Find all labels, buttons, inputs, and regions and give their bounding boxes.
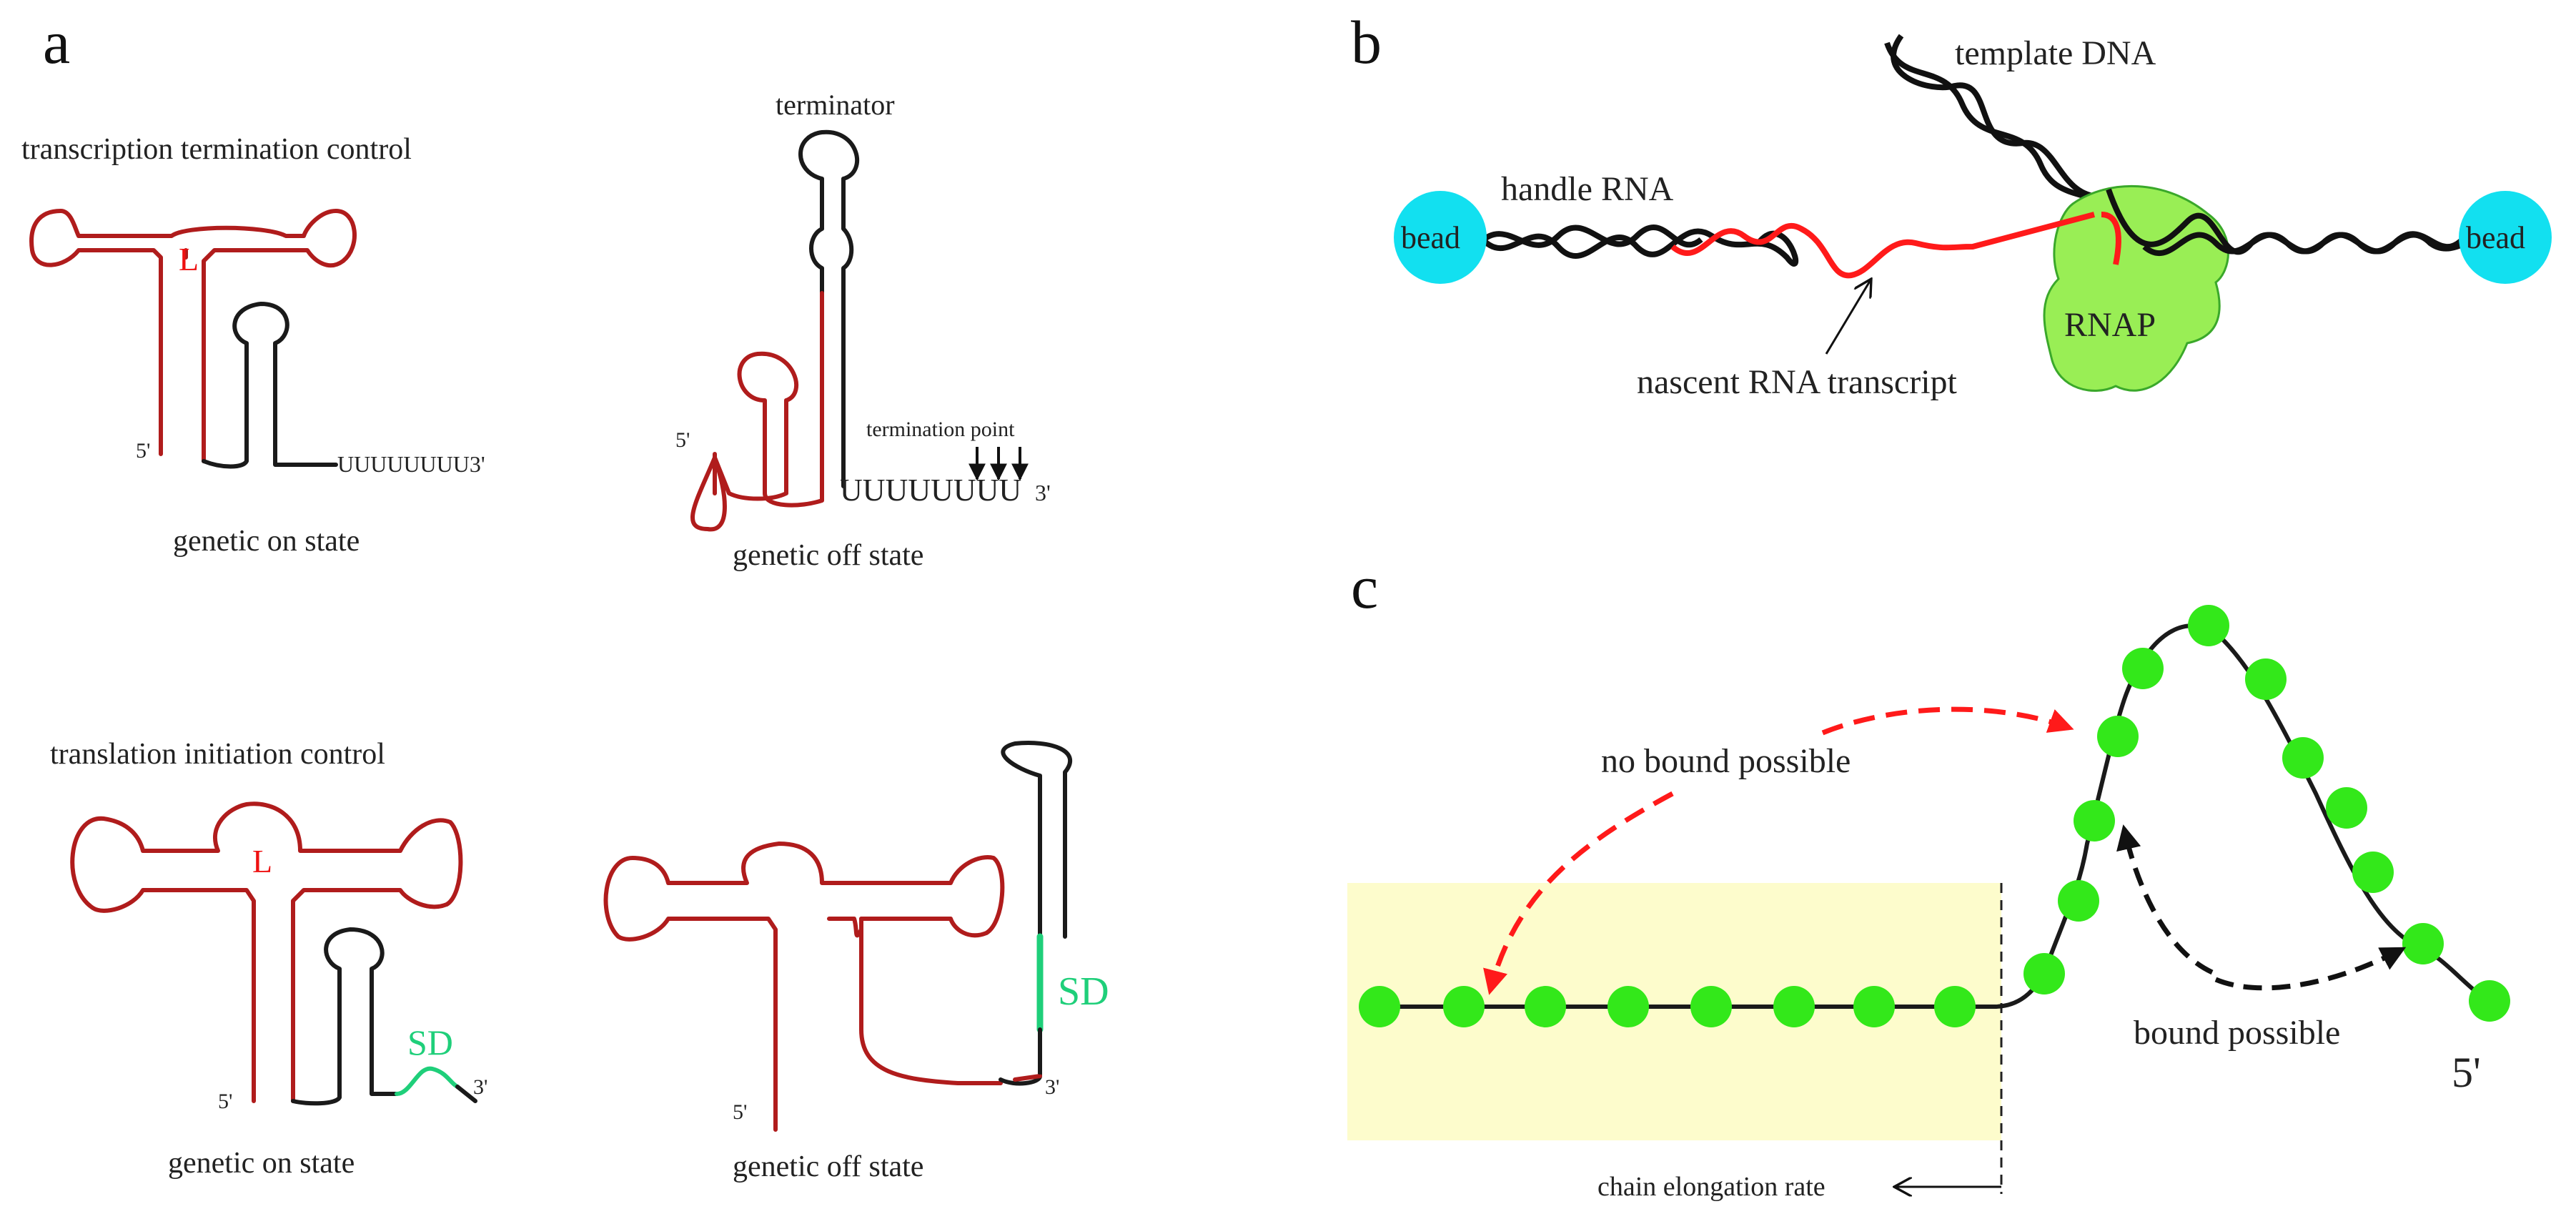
- nascent-rna-label: nascent RNA transcript: [1637, 363, 1958, 401]
- nucleotide: [1934, 986, 1976, 1027]
- no-bound-arrow-left: [1483, 791, 1674, 995]
- three-prime-label-off2: 3': [1045, 1075, 1059, 1099]
- handle-rna-strand: [1477, 228, 1799, 267]
- bound-arrow-right: [2214, 947, 2407, 991]
- nucleotide: [2352, 852, 2394, 893]
- genetic-off-state-label-trans: genetic off state: [733, 1150, 923, 1183]
- termination-point-label: termination point: [866, 418, 1015, 441]
- terminator-label: terminator: [776, 89, 895, 121]
- panel-label-a: a: [43, 8, 70, 76]
- three-prime-label-trans: 3': [473, 1075, 487, 1099]
- nucleotide: [2469, 980, 2510, 1022]
- nucleotide: [2074, 800, 2115, 842]
- translation-initiation-title: translation initiation control: [50, 738, 385, 771]
- genetic-off-state-label: genetic off state: [733, 539, 923, 572]
- nascent-rna-strand: [1670, 212, 2096, 279]
- nucleotide: [2122, 648, 2164, 689]
- nucleotide: [2188, 605, 2229, 646]
- nucleotide: [2023, 953, 2065, 994]
- nucleotide: [1607, 986, 1649, 1027]
- nascent-rna-strand: [2101, 212, 2121, 265]
- bead-left-label: bead: [1401, 220, 1460, 255]
- translation-on-structure: L 5' SD 3' genetic on state: [70, 801, 487, 1180]
- uuu-tail-off: UUUUUUUU: [840, 473, 1021, 508]
- bead-right-label: bead: [2466, 220, 2525, 255]
- uuu-tail-on: UUUUUUUU3': [337, 451, 485, 477]
- panel-a: transcription termination control L 5' U…: [21, 89, 1109, 1183]
- ligand-label-L-trans: L: [252, 843, 272, 879]
- nucleotide: [2282, 737, 2324, 779]
- five-prime-label-off: 5': [675, 428, 690, 452]
- bound-possible-label: bound possible: [2134, 1014, 2340, 1052]
- rnap-blob: [2043, 184, 2229, 392]
- nucleotide: [1690, 986, 1732, 1027]
- panel-c: no bound possible bound possible 5' chai…: [1347, 605, 2510, 1202]
- nucleotide: [2402, 923, 2444, 964]
- sd-label-on: SD: [407, 1022, 453, 1062]
- nucleotide: [1853, 986, 1895, 1027]
- bead-left: [1394, 191, 1487, 284]
- genetic-on-state-label-trans: genetic on state: [168, 1147, 355, 1180]
- nucleotide: [2097, 716, 2139, 757]
- template-dna-strand: [2142, 232, 2475, 256]
- five-prime-label-c: 5': [2452, 1049, 2481, 1096]
- handle-rna-label: handle RNA: [1501, 170, 1674, 208]
- no-bound-label: no bound possible: [1601, 742, 1851, 780]
- panel-b: template DNA RNAP bead bead handle RNA n…: [1394, 34, 2552, 401]
- template-dna-label: template DNA: [1955, 34, 2156, 72]
- nucleotide: [1443, 986, 1485, 1027]
- rnap-label: RNAP: [2064, 306, 2156, 344]
- five-prime-label-off2: 5': [733, 1100, 747, 1124]
- bead-right: [2459, 191, 2552, 284]
- three-prime-label: 3': [1035, 480, 1051, 505]
- panel-label-b: b: [1351, 8, 1382, 76]
- transcription-off-structure: terminator 5' termination point UUUUUUUU…: [675, 89, 1051, 572]
- no-bound-arrow-right: [1821, 706, 2074, 736]
- panel-label-c: c: [1351, 553, 1378, 621]
- five-prime-label: 5': [136, 439, 150, 463]
- bound-arrow-up: [2116, 824, 2214, 975]
- nascent-rna-pointer: [1825, 279, 1871, 355]
- five-prime-label-trans: 5': [218, 1090, 232, 1113]
- chain-elongation-label: chain elongation rate: [1597, 1172, 1826, 1202]
- nucleotide: [1525, 986, 1566, 1027]
- nucleotide: [1359, 986, 1400, 1027]
- nucleotide: [2245, 658, 2287, 700]
- nucleotide: [2326, 787, 2367, 829]
- transcription-on-structure: L 5' UUUUUUUU3' genetic on state: [29, 209, 485, 558]
- ligand-label-L: L: [179, 241, 199, 277]
- genetic-on-state-label: genetic on state: [173, 525, 360, 558]
- nucleotide: [1773, 986, 1815, 1027]
- translation-off-structure: 5' 3' SD genetic off state: [603, 741, 1109, 1183]
- transcription-termination-title: transcription termination control: [21, 133, 412, 166]
- nucleotide: [2058, 880, 2099, 922]
- sd-label-off: SD: [1058, 969, 1109, 1014]
